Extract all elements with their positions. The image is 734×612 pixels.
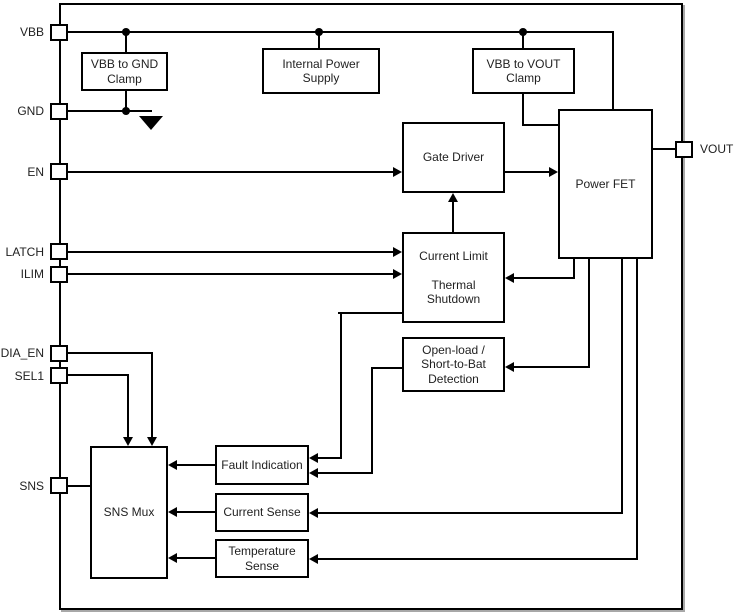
wire-gndclamp-to-gnd [125,91,127,112]
wire-powerfet-to-openload [514,366,590,368]
arrow-icon [309,508,318,518]
block-vbb-gnd-clamp: VBB to GND Clamp [81,52,168,91]
wire-powerfet-to-currentlimit [514,277,575,279]
wire-latch [68,251,393,253]
wire-vout [652,148,675,150]
wire-tempsense-to-mux [177,557,215,559]
pin-sel1-label: SEL1 [14,369,44,383]
block-current-sense: Current Sense [215,493,309,532]
wire-vbb-to-powerfet [612,31,614,109]
wire-vbb-to-voutclamp [522,31,524,48]
wire-currentlimit-out [338,312,402,314]
junction-dot [519,28,527,36]
wire-currentlimit-out-drop [340,312,342,459]
wire-powerfet-drop-3 [621,259,623,514]
arrow-icon [393,167,402,177]
arrow-icon [168,460,177,470]
block-temperature-sense: Temperature Sense [215,539,309,578]
block-open-load-detection: Open-load / Short-to-Bat Detection [402,337,505,392]
wire-to-fault-2 [317,472,372,474]
wire-clamp-to-powerfet [522,124,560,126]
arrow-icon [393,247,402,257]
wire-powerfet-to-tempsense [318,558,638,560]
pin-latch [50,243,68,260]
arrow-icon [168,553,177,563]
arrow-icon [549,167,558,177]
pin-ilim-label: ILIM [20,267,44,281]
pin-vbb [50,24,68,41]
wire-currentlimit-to-gatedriver [452,200,454,232]
arrow-icon [147,437,157,446]
wire-powerfet-drop-4 [636,259,638,560]
arrow-icon [505,362,514,372]
arrow-icon [448,193,458,202]
wire-sel1-drop [127,374,129,438]
wire-to-fault-1 [317,457,341,459]
wire-en [68,171,393,173]
block-sns-mux: SNS Mux [90,446,168,579]
block-power-fet: Power FET [558,109,653,259]
arrow-icon [309,453,318,463]
pin-sns [50,477,68,494]
junction-dot [122,28,130,36]
wire-sns [68,485,90,487]
wire-vbb-rail [68,31,614,33]
block-fault-indication: Fault Indication [215,445,309,485]
wire-vbb-to-supply [318,31,320,48]
wire-gnd [68,110,152,112]
pin-vout [675,141,693,158]
arrow-icon [309,554,318,564]
wire-powerfet-to-currentsense [318,512,623,514]
pin-en-label: EN [27,165,44,179]
pin-dia-en [50,345,68,362]
wire-voutclamp-drop [522,94,524,126]
arrow-icon [505,273,514,283]
wire-openload-out [371,367,402,369]
block-internal-power-supply: Internal Power Supply [262,48,380,94]
wire-powerfet-drop-1 [573,259,575,279]
wire-gatedriver-to-powerfet [505,171,549,173]
wire-openload-out-drop [371,367,373,474]
wire-ilim [68,273,393,275]
pin-vout-label: VOUT [700,142,734,156]
junction-dot [315,28,323,36]
wire-sel1 [68,374,129,376]
wire-dia-en-drop [151,352,153,438]
wire-dia-en [68,352,153,354]
block-current-limit-thermal-shutdown: Current Limit Thermal Shutdown [402,232,505,323]
arrow-icon [393,269,402,279]
block-vbb-vout-clamp: VBB to VOUT Clamp [472,48,575,94]
pin-gnd [50,103,68,120]
pin-ilim [50,266,68,283]
arrow-icon [168,507,177,517]
wire-currentsense-to-mux [177,511,215,513]
wire-vbb-to-gndclamp [125,31,127,52]
arrow-icon [123,437,133,446]
pin-latch-label: LATCH [5,245,44,259]
arrow-icon [309,468,318,478]
ground-icon [139,116,163,130]
pin-gnd-label: GND [17,104,44,118]
pin-dia-en-label: DIA_EN [0,346,44,360]
junction-dot [122,107,130,115]
pin-vbb-label: VBB [19,25,44,39]
pin-en [50,163,68,180]
pin-sel1 [50,367,68,384]
block-gate-driver: Gate Driver [402,122,505,193]
wire-powerfet-drop-2 [588,259,590,368]
pin-sns-label: SNS [19,479,44,493]
wire-fault-to-mux [177,464,215,466]
